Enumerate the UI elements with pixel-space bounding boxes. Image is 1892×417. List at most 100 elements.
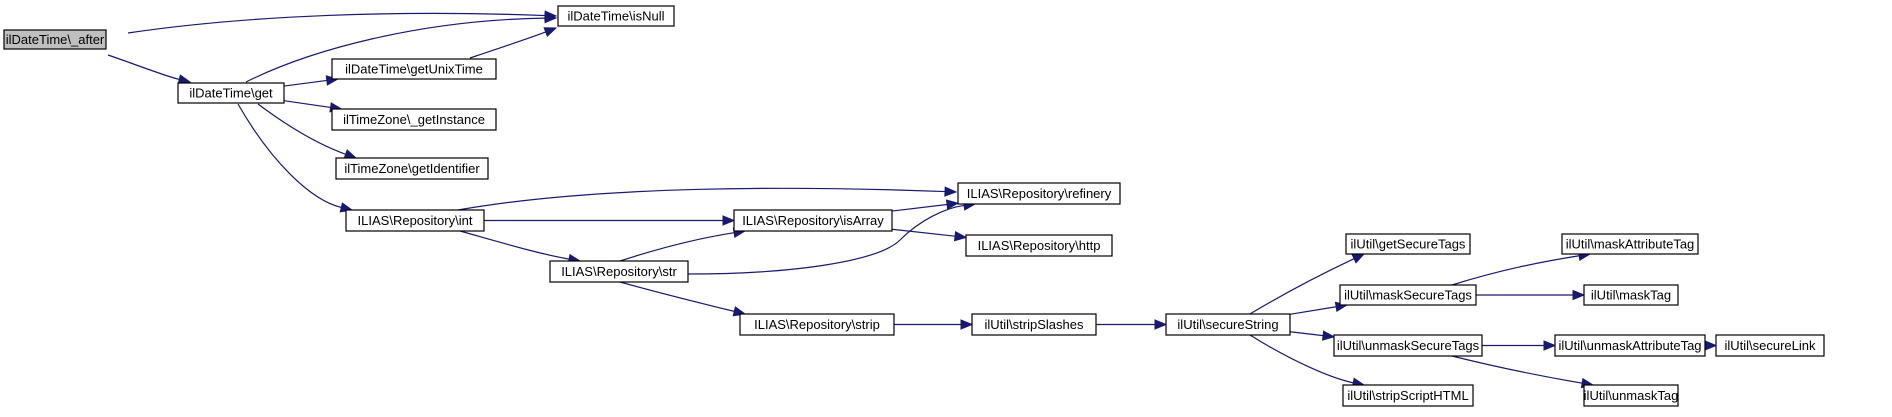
node-box[interactable] (1345, 233, 1471, 255)
node-box[interactable] (549, 260, 689, 283)
node-maskTag[interactable]: ilUtil\maskTag (1583, 284, 1679, 306)
nodes-layer: ilDateTime\_after ilDateTime\isNull ilDate… (3, 5, 1825, 407)
node-box[interactable] (1715, 334, 1825, 357)
arrowhead-icon (544, 12, 558, 24)
node-repoIsArray[interactable]: ILIAS\Repository\isArray (733, 209, 893, 232)
node-get[interactable]: ilDateTime\get (177, 82, 285, 104)
edge-getUnixTime-to-isNull (469, 27, 558, 59)
node-unmaskAttributeTag[interactable]: ilUtil\unmaskAttributeTag (1554, 334, 1706, 357)
edge-repoInt-to-repoRefinery (457, 186, 958, 211)
edge-line (283, 100, 331, 109)
node-getUnixTime[interactable]: ilDateTime\getUnixTime (331, 58, 497, 80)
node-repoStrip[interactable]: ILIAS\Repository\strip (739, 313, 895, 336)
edge-repoIsArray-to-repoRefinery (891, 199, 960, 212)
edge-secureString-to-maskSecureTags (1289, 301, 1349, 315)
node-label: ILIAS\Repository\refinery (967, 186, 1112, 201)
node-maskAttributeTag[interactable]: ilUtil\maskAttributeTag (1561, 233, 1699, 255)
edge-line (283, 79, 327, 87)
node-box[interactable] (1339, 284, 1477, 306)
node-label: ILIAS\Repository\int (358, 213, 473, 228)
edge-line (469, 31, 546, 59)
node-box[interactable] (345, 209, 485, 232)
node-box[interactable] (557, 5, 675, 27)
edge-line (245, 17, 546, 83)
node-after[interactable]: ilDateTime\_after (3, 29, 107, 50)
node-box[interactable] (739, 313, 895, 336)
edge-line (1289, 331, 1324, 337)
edge-repoStr-to-repoStrip (619, 281, 747, 317)
node-tzGetInstance[interactable]: ilTimeZone\_getInstance (331, 108, 497, 131)
node-box[interactable] (1165, 313, 1291, 336)
node-box[interactable] (971, 313, 1097, 336)
node-label: ILIAS\Repository\strip (754, 317, 880, 332)
node-repoInt[interactable]: ILIAS\Repository\int (345, 209, 485, 232)
node-secureLink[interactable]: ilUtil\secureLink (1715, 334, 1825, 357)
arrowhead-icon (1321, 330, 1336, 341)
node-box[interactable] (957, 182, 1121, 205)
edge-line (457, 187, 946, 211)
node-box[interactable] (1583, 384, 1679, 407)
edge-line (257, 103, 346, 155)
node-box[interactable] (1333, 334, 1483, 357)
edge-repoInt-to-repoStr (459, 230, 582, 265)
node-box[interactable] (965, 234, 1113, 257)
node-secureString[interactable]: ilUtil\secureString (1165, 313, 1291, 336)
node-box[interactable] (733, 209, 893, 232)
node-box[interactable] (331, 58, 497, 80)
node-label: ilUtil\maskSecureTags (1344, 288, 1472, 303)
node-unmaskTag[interactable]: ilUtil\unmaskTag (1583, 384, 1679, 407)
node-repoRefinery[interactable]: ILIAS\Repository\refinery (957, 182, 1121, 205)
arrowhead-icon (944, 186, 958, 197)
node-label: ilUtil\unmaskSecureTags (1337, 338, 1480, 353)
node-label: ilUtil\maskTag (1591, 288, 1671, 303)
node-unmaskSecureTags[interactable]: ilUtil\unmaskSecureTags (1333, 334, 1483, 357)
arrowhead-icon (1154, 319, 1168, 330)
edge-after-to-isNull (127, 10, 558, 34)
edge-line (1289, 306, 1337, 315)
node-getSecureTags[interactable]: ilUtil\getSecureTags (1345, 233, 1471, 255)
arrowhead-icon (945, 199, 960, 210)
edge-line (619, 281, 735, 312)
edge-stripSlashes-to-secureString (1096, 319, 1168, 330)
node-label: ilUtil\maskAttributeTag (1566, 237, 1695, 252)
node-label: ilUtil\unmaskAttributeTag (1558, 338, 1701, 353)
edge-repoIsArray-to-repoHttp (891, 228, 968, 242)
node-label: ilDateTime\isNull (567, 9, 664, 24)
node-label: ILIAS\Repository\isArray (742, 213, 884, 228)
node-box[interactable] (177, 82, 285, 104)
edge-line (237, 103, 342, 209)
edge-repoStrip-to-stripSlashes (894, 319, 974, 330)
node-stripSlashes[interactable]: ilUtil\stripSlashes (971, 313, 1097, 336)
arrowhead-icon (543, 27, 558, 38)
edge-unmaskAttributeTag-to-secureLink (1704, 340, 1718, 351)
node-box[interactable] (331, 108, 497, 131)
arrowhead-icon (1572, 289, 1586, 301)
edge-line (619, 232, 735, 262)
node-label: ilUtil\secureLink (1724, 338, 1816, 353)
edge-maskSecureTags-to-maskAttributeTag (1451, 250, 1592, 286)
node-repoStr[interactable]: ILIAS\Repository\str (549, 260, 689, 283)
edge-get-to-isNull (245, 12, 558, 83)
edge-line (1451, 355, 1583, 384)
node-stripScriptHTML[interactable]: ilUtil\stripScriptHTML (1342, 384, 1474, 407)
arrowhead-icon (1351, 253, 1366, 264)
node-box[interactable] (1342, 384, 1474, 407)
node-box[interactable] (335, 157, 489, 180)
arrowhead-icon (343, 149, 358, 160)
edge-maskSecureTags-to-maskTag (1476, 289, 1586, 301)
node-isNull[interactable]: ilDateTime\isNull (557, 5, 675, 27)
node-box[interactable] (1554, 334, 1706, 357)
edge-unmaskSecureTags-to-unmaskAttributeTag (1482, 340, 1557, 351)
node-repoHttp[interactable]: ILIAS\Repository\http (965, 234, 1113, 257)
node-label: ilDateTime\get (189, 86, 273, 101)
node-box[interactable] (1561, 233, 1699, 255)
node-label: ilUtil\unmaskTag (1584, 388, 1679, 403)
arrowhead-icon (1704, 340, 1718, 351)
node-box[interactable] (1583, 284, 1679, 306)
node-maskSecureTags[interactable]: ilUtil\maskSecureTags (1339, 284, 1477, 306)
node-label: ilUtil\secureString (1177, 317, 1278, 332)
node-tzGetIdentifier[interactable]: ilTimeZone\getIdentifier (335, 157, 489, 180)
node-box[interactable] (3, 29, 107, 50)
node-label: ilUtil\getSecureTags (1351, 237, 1466, 252)
